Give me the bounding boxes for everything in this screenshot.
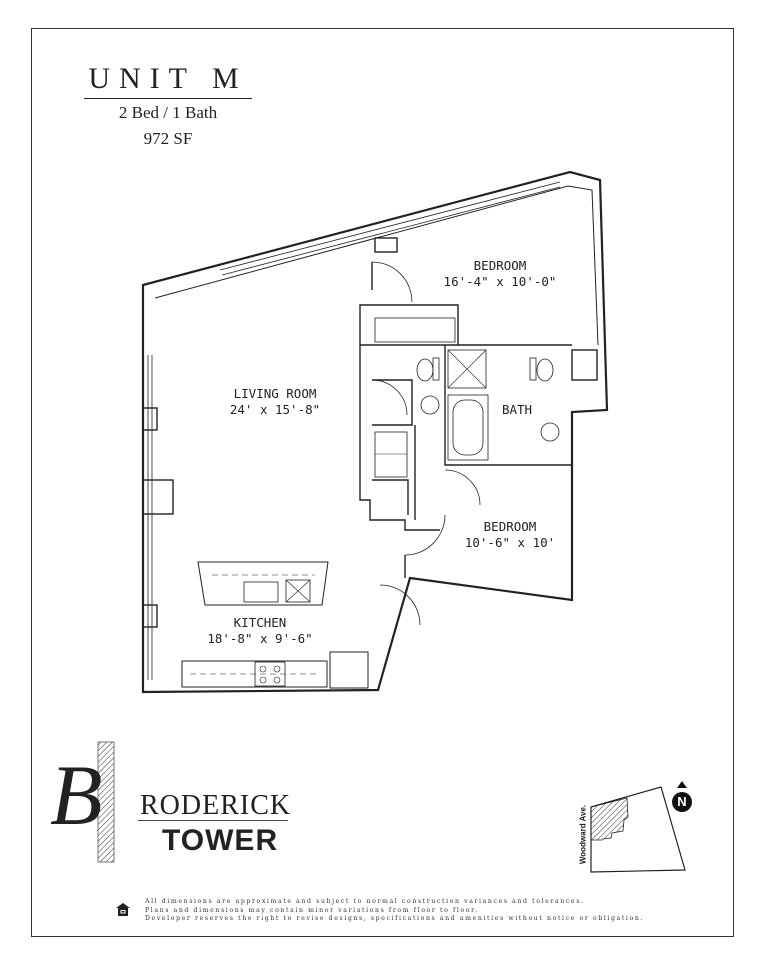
plan-fixture-line [452,399,484,456]
door-swing [371,379,408,416]
window [221,186,561,276]
disclaimer-line: All dimensions are approximate and subje… [145,898,585,905]
room-bedroom-1: BEDROOM 16'-4" x 10'-0" [425,258,575,290]
unit-area: 972 SF [143,129,193,148]
logo-line2: TOWER [162,824,279,857]
page-frame [31,28,734,937]
kitchen-island [197,561,329,606]
column [374,237,398,253]
room-dims: 10'-6" x 10' [464,535,556,550]
interior-wall [444,345,572,466]
interior-wall [372,304,459,345]
sink [420,395,440,415]
washer-dryer [374,431,408,478]
plan-fixture-line [432,357,440,381]
toilet [416,358,434,382]
street-label: Woodward Ave. [578,804,588,865]
room-name: BEDROOM [473,258,527,273]
title-divider [84,98,252,99]
interior-wall [372,379,413,426]
room-bath: BATH [492,402,542,418]
door-swing [444,469,481,506]
north-compass-icon: N [672,792,692,812]
room-living: LIVING ROOM 24' x 15'-8" [200,386,350,418]
column [142,604,158,628]
room-name: BEDROOM [483,519,537,534]
cooktop-island [285,579,311,603]
north-arrow-icon [677,781,687,788]
plan-fixture-line [273,665,281,673]
logo-line1: RODERICK [140,790,292,821]
logo-tower-graphic [97,741,115,863]
logo-initial: B [50,747,103,843]
equal-housing-icon [116,903,130,916]
plan-fixture-line [259,676,267,684]
room-name: KITCHEN [233,615,287,630]
room-dims: 24' x 15'-8" [229,402,321,417]
window [219,181,561,271]
range [254,661,286,687]
room-dims: 18'-8" x 9'-6" [207,631,313,646]
interior-wall [372,479,409,515]
disclaimer-line: Plans and dimensions may contain minor v… [145,906,479,914]
closet [374,317,456,343]
plan-fixture-line [447,349,487,389]
door-swing [404,514,446,556]
unit-title: UNIT M [88,62,248,95]
key-plan-building [590,797,629,841]
sink [540,422,560,442]
exterior-wall [141,170,609,694]
kitchen-counter [181,660,328,688]
refrigerator [329,651,369,689]
column [142,479,174,515]
exterior-wall-inner [154,185,599,346]
plan-fixture-line [529,357,537,381]
door-swing [379,584,421,626]
disclaimer: All dimensions are approximate and subje… [145,898,644,924]
sink [243,581,279,603]
door-swing [371,261,413,303]
unit-beds-baths: 2 Bed / 1 Bath [118,103,218,122]
logo-divider [138,820,288,821]
plan-fixture-line [273,676,281,684]
disclaimer-line: Developer reserves the right to revise d… [145,915,644,922]
plan-fixture-line [259,665,267,673]
plan-fixture-line [285,579,311,603]
interior-wall [359,304,440,531]
room-kitchen: KITCHEN 18'-8" x 9'-6" [185,615,335,647]
toilet [536,358,554,382]
bathtub [447,394,489,461]
room-bedroom-2: BEDROOM 10'-6" x 10' [440,519,580,551]
room-name: BATH [501,402,533,417]
column [142,407,158,431]
room-name: LIVING ROOM [233,386,317,401]
column [571,349,598,381]
shower [447,349,487,389]
room-dims: 16'-4" x 10'-0" [443,274,557,289]
